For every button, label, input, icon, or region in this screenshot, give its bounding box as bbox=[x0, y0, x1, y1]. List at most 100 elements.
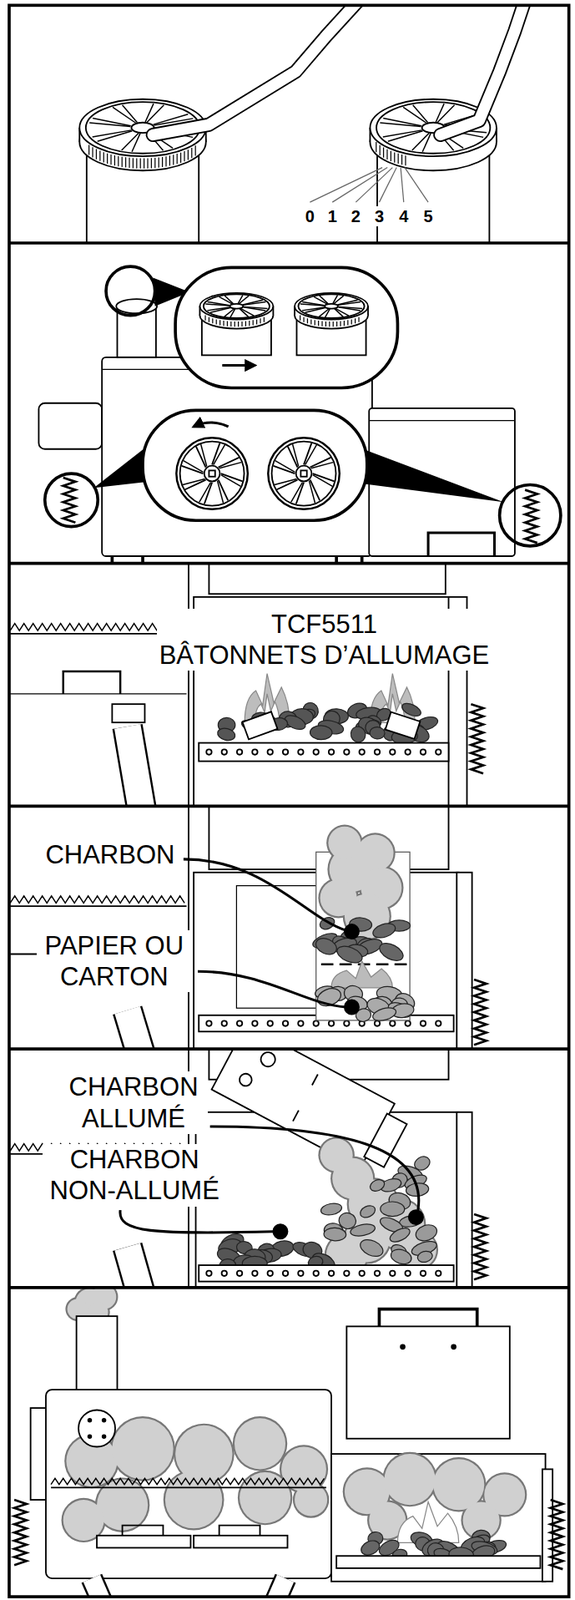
smoke-cloud bbox=[294, 1482, 328, 1515]
damper-spoke bbox=[243, 307, 267, 311]
damper-cap-top bbox=[294, 292, 369, 320]
damper-tick bbox=[208, 317, 210, 323]
leg bbox=[275, 1577, 286, 1596]
damper-tick bbox=[114, 155, 116, 166]
damper-tick bbox=[132, 157, 134, 168]
damper-tick bbox=[347, 319, 349, 325]
pan-handle bbox=[122, 1524, 164, 1535]
damper-spoke bbox=[92, 117, 132, 126]
panel-divider bbox=[9, 1285, 570, 1289]
firebox-frame bbox=[456, 872, 472, 1049]
grate-hole bbox=[389, 1270, 395, 1276]
damper-tick bbox=[383, 146, 384, 157]
damper-tick bbox=[222, 320, 224, 326]
screw bbox=[102, 1417, 106, 1422]
grate-hole bbox=[282, 1270, 288, 1276]
charcoal-piece bbox=[358, 1235, 386, 1260]
callout-circle bbox=[45, 473, 99, 527]
leader-line bbox=[355, 167, 393, 203]
fire-starter-stick bbox=[385, 711, 421, 739]
grate-hole bbox=[267, 1270, 273, 1276]
grate-hole bbox=[206, 748, 212, 754]
tool-handle-outline bbox=[152, 5, 359, 135]
damper-tick bbox=[234, 321, 236, 327]
grate-hole bbox=[404, 748, 410, 754]
smoke-outline bbox=[382, 1451, 437, 1506]
damper-tick bbox=[401, 154, 403, 165]
panel-divider bbox=[9, 803, 570, 808]
chamber-wall bbox=[187, 805, 190, 1049]
damper-tick bbox=[128, 157, 130, 168]
damper-tick bbox=[343, 320, 345, 326]
grate-hole bbox=[237, 1270, 243, 1276]
screw bbox=[102, 1433, 106, 1438]
damper-spoke bbox=[383, 130, 423, 137]
grate-hole bbox=[252, 748, 258, 754]
grate-hole bbox=[237, 1019, 243, 1025]
damper-vane bbox=[201, 443, 207, 467]
smoke-cloud bbox=[165, 1470, 222, 1528]
round-damper bbox=[267, 437, 340, 510]
charcoal-piece bbox=[319, 1200, 343, 1216]
callout-number: 3 bbox=[372, 206, 387, 227]
damper-tick bbox=[310, 318, 312, 324]
damper-tick bbox=[332, 321, 334, 327]
damper-tick bbox=[404, 155, 406, 166]
damper-tick bbox=[354, 317, 356, 323]
leader-dot bbox=[408, 1209, 424, 1224]
smoke-cloud bbox=[111, 1417, 173, 1478]
charcoal-piece bbox=[358, 1537, 382, 1558]
grease-pan bbox=[193, 1534, 288, 1548]
damper-hub bbox=[230, 303, 244, 309]
grate-hole bbox=[343, 1270, 349, 1276]
grate-hole bbox=[297, 1270, 303, 1276]
charcoal-piece bbox=[388, 1224, 413, 1244]
damper-cap-top bbox=[199, 292, 273, 320]
damper-spoke bbox=[206, 307, 230, 311]
panel-4 bbox=[10, 805, 487, 1049]
damper-spoke bbox=[412, 132, 429, 151]
damper-screw bbox=[300, 469, 307, 476]
grate-hole bbox=[359, 748, 365, 754]
damper-spoke bbox=[238, 295, 249, 304]
grate-hole bbox=[435, 748, 441, 754]
chamber-line bbox=[10, 692, 187, 694]
grate-hole bbox=[328, 1019, 334, 1025]
turn-arrow bbox=[193, 422, 229, 427]
damper-tick bbox=[146, 157, 148, 168]
grate-hole bbox=[404, 1270, 410, 1276]
damper-hub bbox=[296, 465, 313, 482]
grate-hole bbox=[237, 748, 243, 754]
spring-handle bbox=[524, 489, 538, 544]
damper-tick bbox=[103, 151, 105, 162]
panel-divider bbox=[9, 561, 570, 565]
leader-line bbox=[400, 167, 404, 203]
damper-tick bbox=[216, 318, 217, 324]
damper-spoke bbox=[122, 105, 138, 123]
damper-tick bbox=[259, 317, 261, 323]
grate-hole bbox=[267, 748, 273, 754]
damper-tick bbox=[88, 144, 90, 155]
grate-hole bbox=[252, 1019, 258, 1025]
damper-vane bbox=[274, 478, 298, 485]
damper-spoke bbox=[92, 130, 132, 137]
damper-cap-rim bbox=[203, 293, 270, 318]
damper-tick bbox=[117, 156, 119, 167]
leader-dot bbox=[344, 998, 359, 1014]
label-line: BÂTONNETS D’ALLUMAGE bbox=[159, 639, 490, 671]
screw bbox=[88, 1433, 92, 1438]
pipe bbox=[127, 1009, 143, 1049]
smoke-cloud bbox=[63, 1498, 105, 1540]
grate-hole bbox=[252, 1270, 258, 1276]
damper-spoke bbox=[302, 301, 325, 305]
part-label: CHARBON NON-ALLUMÉ bbox=[42, 1143, 227, 1206]
damper-tick bbox=[140, 158, 142, 169]
damper-tick bbox=[393, 151, 395, 162]
damper-vane bbox=[308, 480, 315, 504]
damper-spoke bbox=[334, 308, 343, 318]
spring-handle bbox=[474, 1213, 487, 1279]
leader-line bbox=[197, 970, 347, 1007]
grate-hole bbox=[297, 1019, 303, 1025]
leader-dot bbox=[272, 1223, 288, 1238]
damper-hub bbox=[204, 465, 221, 482]
